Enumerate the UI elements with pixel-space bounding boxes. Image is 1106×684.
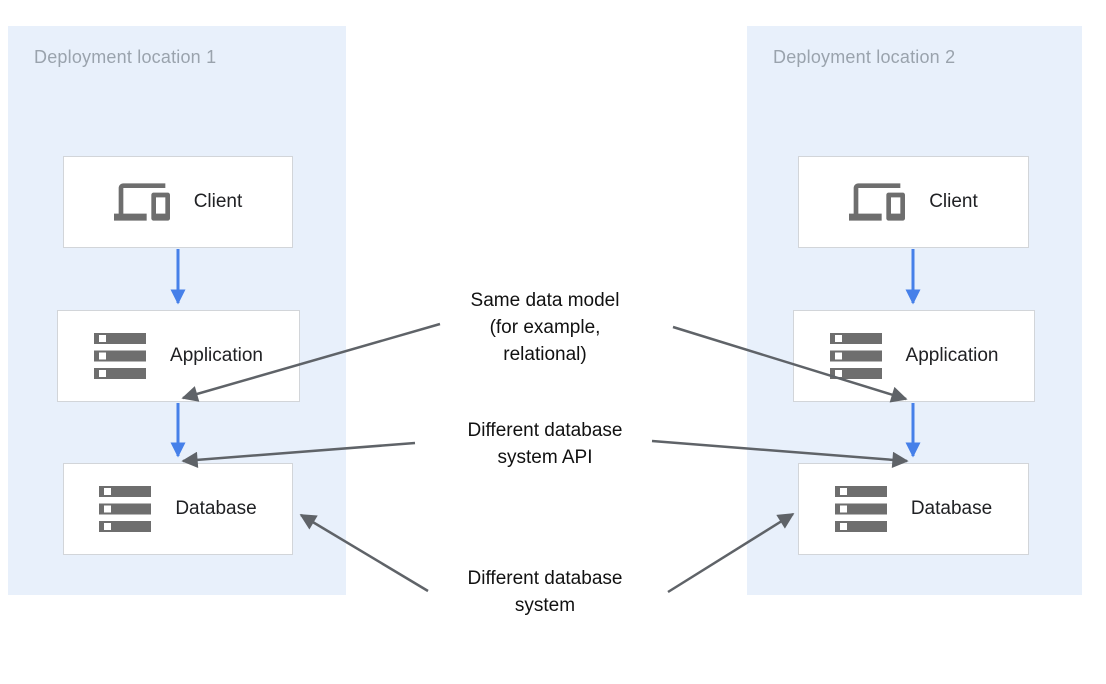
devices-icon: [849, 177, 906, 227]
storage-icon: [829, 333, 882, 379]
node-label: Database: [175, 498, 257, 519]
node-label: Client: [193, 191, 243, 212]
node-application-2: Application: [793, 310, 1035, 402]
storage-icon: [834, 486, 887, 532]
node-database-2: Database: [798, 463, 1029, 555]
storage-icon: [94, 333, 147, 379]
region-title: Deployment location 2: [773, 47, 956, 67]
annotation-different-db-api: Different database system API: [467, 420, 623, 468]
node-application-1: Application: [57, 310, 300, 402]
node-client-2: Client: [798, 156, 1029, 248]
node-label: Application: [905, 345, 999, 366]
annotation-different-db-system: Different database system: [467, 568, 623, 616]
storage-icon: [99, 486, 152, 532]
region-title: Deployment location 1: [34, 47, 217, 67]
annotation-same-data-model: Same data model (for example, relational…: [470, 290, 620, 365]
node-label: Client: [929, 191, 978, 212]
node-label: Database: [910, 498, 993, 519]
node-client-1: Client: [63, 156, 293, 248]
devices-icon: [113, 177, 170, 227]
node-database-1: Database: [63, 463, 293, 555]
node-label: Application: [170, 345, 263, 366]
